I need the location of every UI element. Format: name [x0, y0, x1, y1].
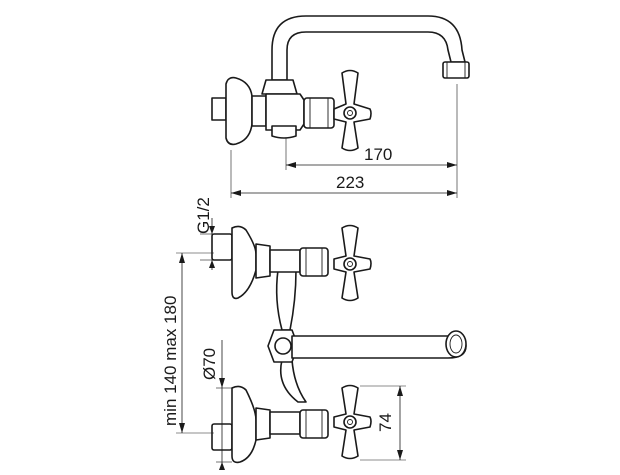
- dimension-thread-label: G1/2: [194, 197, 213, 234]
- lower-flange: [231, 385, 257, 464]
- dimension-223: 223: [230, 150, 458, 198]
- dimension-thread: G1/2: [194, 197, 215, 270]
- spout-collar: [261, 79, 298, 95]
- dimension-center-distance: min 140 max 180: [161, 252, 214, 434]
- dimension-223-label: 223: [336, 173, 364, 192]
- wall-pipe: [211, 97, 227, 121]
- upper-body: [269, 249, 301, 273]
- gooseneck-spout: [271, 15, 466, 81]
- side-view: [211, 15, 470, 152]
- dimension-handle-height-label: 74: [376, 413, 395, 432]
- spout-outlet: [442, 61, 470, 79]
- body-connector: [251, 95, 267, 127]
- front-view: [211, 224, 467, 464]
- vertical-pipe: [275, 269, 297, 331]
- upper-valve: [211, 224, 372, 302]
- dimension-handle-height: 74: [360, 385, 406, 461]
- dimension-170-label: 170: [364, 145, 392, 164]
- dimension-flange-diameter: Ø70: [200, 340, 232, 470]
- spout-outlet-end: [445, 330, 467, 358]
- dimension-center-distance-label: min 140 max 180: [161, 296, 180, 426]
- horizontal-spout: [291, 335, 467, 359]
- upper-flange: [231, 225, 257, 300]
- valve-bonnet: [303, 97, 335, 129]
- dimension-170: 170: [285, 84, 458, 170]
- wall-flange: [225, 76, 253, 146]
- lower-boss: [271, 125, 297, 139]
- dimension-flange-diameter-label: Ø70: [200, 348, 219, 380]
- lower-body: [269, 411, 301, 435]
- swivel-spout: [267, 329, 467, 363]
- valve-body: [265, 93, 305, 131]
